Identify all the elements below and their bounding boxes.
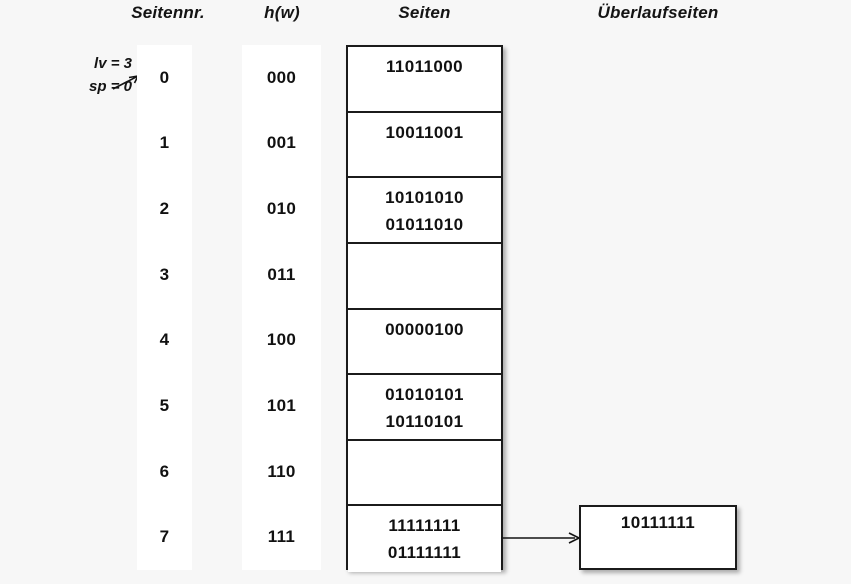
seitennr-cell: 7 xyxy=(159,527,170,547)
column-header-ueberlaufseiten: Überlaufseiten xyxy=(597,3,719,22)
bucket-row: 11011000 xyxy=(348,47,501,113)
bucket-entry: 01011010 xyxy=(385,215,464,235)
bucket-row-empty xyxy=(348,440,501,507)
seitennr-cell: 6 xyxy=(159,461,170,481)
hw-cell: 101 xyxy=(266,395,297,415)
bucket-entry: 11111111 xyxy=(388,516,461,536)
hash-state-labels: lv = 3 sp = 0 xyxy=(40,52,132,98)
bucket-row: 10011001 xyxy=(348,112,501,179)
hash-value-column: 000 001 010 011 100 101 110 111 xyxy=(242,45,321,570)
seitennr-cell: 1 xyxy=(159,133,170,153)
seitennr-cell: 5 xyxy=(159,395,170,415)
bucket-entry: 10110101 xyxy=(385,412,464,432)
seiten-bucket-table: 11011000 10011001 10101010 01011010 0000… xyxy=(346,45,503,572)
seitennr-cell: 4 xyxy=(159,330,170,350)
column-header-hw: h(w) xyxy=(264,3,300,22)
bucket-entry: 01111111 xyxy=(387,543,462,563)
overflow-page-box: 10111111 xyxy=(579,505,737,570)
bucket-row: 10101010 01011010 xyxy=(348,178,501,244)
hw-cell: 110 xyxy=(267,461,296,481)
overflow-entry: 10111111 xyxy=(620,513,696,532)
hw-cell: 100 xyxy=(266,330,297,350)
hw-cell: 000 xyxy=(266,67,297,87)
hw-cell: 010 xyxy=(266,199,297,219)
sp-label: sp = 0 xyxy=(89,78,132,95)
bucket-row-empty xyxy=(348,243,501,310)
bucket-row: 01010101 10110101 xyxy=(348,375,501,441)
column-header-seiten: Seiten xyxy=(398,3,451,22)
hw-cell: 111 xyxy=(267,527,296,547)
seitennr-cell: 3 xyxy=(159,264,170,284)
seitennr-column: 0 1 2 3 4 5 6 7 xyxy=(137,45,192,570)
overflow-link-arrow-icon xyxy=(501,532,580,544)
bucket-entry: 00000100 xyxy=(385,319,464,339)
bucket-entry: 10101010 xyxy=(385,188,464,208)
bucket-row: 11111111 01111111 xyxy=(348,506,501,572)
seitennr-cell: 0 xyxy=(159,67,170,87)
bucket-entry: 01010101 xyxy=(385,385,464,405)
bucket-entry: 10011001 xyxy=(385,122,464,142)
bucket-row: 00000100 xyxy=(348,309,501,376)
seitennr-cell: 2 xyxy=(159,199,170,219)
column-header-seitennr: Seitennr. xyxy=(131,3,205,22)
lv-label: lv = 3 xyxy=(94,55,132,72)
hw-cell: 001 xyxy=(266,133,297,153)
bucket-entry: 11011000 xyxy=(386,57,463,76)
hw-cell: 011 xyxy=(267,264,296,284)
